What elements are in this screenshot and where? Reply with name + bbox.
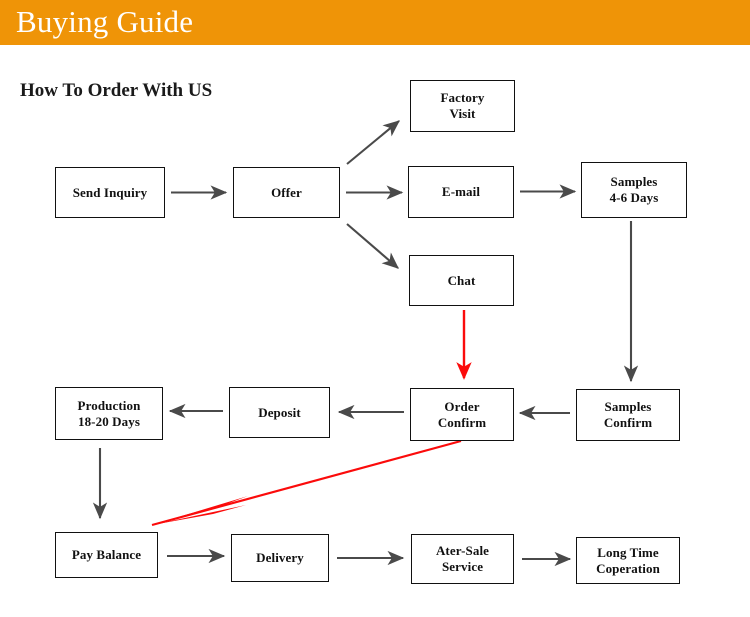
flow-node-label: Offer: [271, 184, 302, 200]
flow-node-label: Order Confirm: [437, 398, 487, 430]
flow-node-label: Samples 4-6 Days: [609, 174, 659, 205]
flow-node-samples[interactable]: Samples 4-6 Days: [581, 162, 687, 218]
flow-node-ater-sale[interactable]: Ater-Sale Service: [411, 534, 514, 584]
flow-node-label: Factory Visit: [440, 90, 485, 121]
flow-node-label: Send Inquiry: [72, 184, 148, 200]
connector-order-confirm-to-pay-balance-highlight: [151, 439, 462, 527]
page-title: Buying Guide: [16, 4, 194, 39]
flow-node-label: Delivery: [256, 550, 304, 566]
flow-node-label: Pay Balance: [71, 547, 142, 563]
flow-node-send-inquiry[interactable]: Send Inquiry: [55, 167, 165, 218]
section-heading: How To Order With US: [20, 80, 213, 101]
flow-node-label: Ater-Sale Service: [435, 543, 490, 574]
flow-node-samples-confirm[interactable]: Samples Confirm: [576, 389, 680, 441]
flow-node-email[interactable]: E-mail: [408, 166, 514, 218]
flow-node-chat[interactable]: Chat: [409, 255, 514, 306]
flow-node-production[interactable]: Production 18-20 Days: [55, 387, 163, 440]
flow-node-label: Deposit: [258, 404, 301, 420]
flow-node-factory-visit[interactable]: Factory Visit: [410, 80, 515, 132]
flow-node-long-time[interactable]: Long Time Coperation: [576, 537, 680, 584]
flow-node-delivery[interactable]: Delivery: [231, 534, 329, 582]
flow-node-label: Production 18-20 Days: [77, 397, 141, 429]
flow-node-order-confirm[interactable]: Order Confirm: [410, 388, 514, 441]
flow-node-offer[interactable]: Offer: [233, 167, 340, 218]
flow-node-label: Chat: [447, 272, 476, 288]
header-band: Buying Guide: [0, 0, 750, 45]
flow-node-pay-balance[interactable]: Pay Balance: [55, 532, 158, 578]
connector-offer-to-chat: [346, 223, 399, 269]
flow-node-deposit[interactable]: Deposit: [229, 387, 330, 438]
connector-offer-to-factory-visit: [346, 120, 400, 165]
flow-node-label: Samples Confirm: [603, 399, 653, 430]
flow-node-label: E-mail: [441, 184, 481, 200]
flow-node-label: Long Time Coperation: [596, 544, 660, 576]
